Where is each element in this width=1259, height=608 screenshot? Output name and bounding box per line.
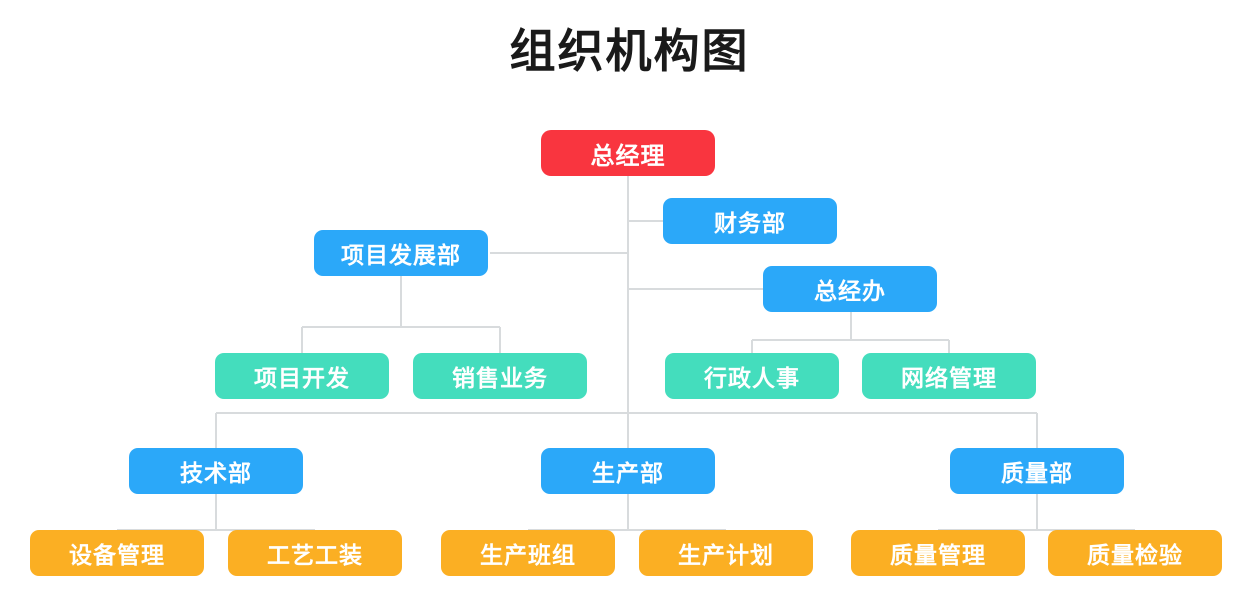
node-technology-department[interactable]: 技术部 [129, 448, 303, 494]
node-general-managers-office[interactable]: 总经办 [763, 266, 937, 312]
node-quality-inspection-unit[interactable]: 质量检验 [1048, 530, 1222, 576]
node-quality-department[interactable]: 质量部 [950, 448, 1124, 494]
node-sales-business-team[interactable]: 销售业务 [413, 353, 587, 399]
node-network-management-team[interactable]: 网络管理 [862, 353, 1036, 399]
node-project-development-department[interactable]: 项目发展部 [314, 230, 488, 276]
node-production-department[interactable]: 生产部 [541, 448, 715, 494]
node-quality-management-unit[interactable]: 质量管理 [851, 530, 1025, 576]
node-production-team-unit[interactable]: 生产班组 [441, 530, 615, 576]
page-title: 组织机构图 [509, 24, 750, 78]
node-equipment-management-unit[interactable]: 设备管理 [30, 530, 204, 576]
node-process-tooling-unit[interactable]: 工艺工装 [228, 530, 402, 576]
node-administration-hr-team[interactable]: 行政人事 [665, 353, 839, 399]
node-project-development-team[interactable]: 项目开发 [215, 353, 389, 399]
node-general-manager[interactable]: 总经理 [541, 130, 715, 176]
node-finance-department[interactable]: 财务部 [663, 198, 837, 244]
node-production-planning-unit[interactable]: 生产计划 [639, 530, 813, 576]
